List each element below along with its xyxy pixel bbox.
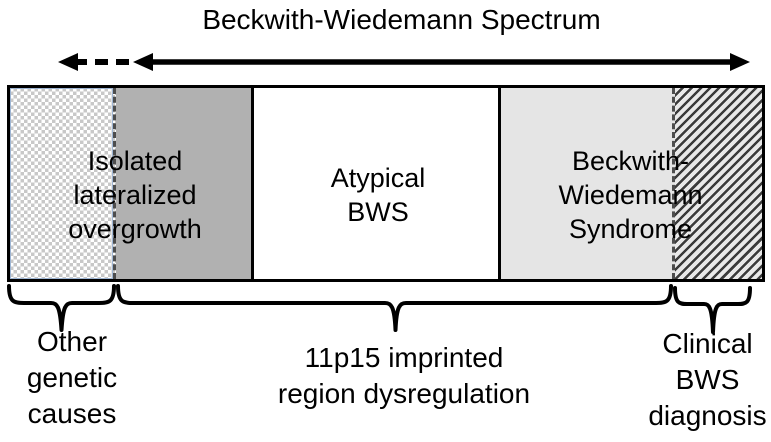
label-beckwith-wiedemann-syndrome: Beckwith- Wiedemann Syndrome [528, 144, 733, 246]
label-line: BWS [675, 364, 740, 395]
label-clinical-bws-diagnosis: Clinical BWS diagnosis [640, 326, 771, 434]
segment-beckwith-wiedemann-syndrome [501, 88, 675, 279]
segment-other-genetic-causes [10, 88, 116, 279]
label-line: Syndrome [568, 214, 693, 244]
brace-11p15-dysregulation [116, 284, 673, 332]
label-line: Other [36, 326, 108, 357]
dashed-arrow-segment [58, 53, 131, 71]
spectrum-range-arrow [58, 53, 750, 71]
label-line: region dysregulation [277, 378, 531, 409]
brace-other-genetic-causes [7, 284, 116, 332]
label-line: lateralized [73, 180, 197, 210]
label-line: 11p15 imprinted [304, 342, 504, 373]
segment-clinical-bws-diagnosis [675, 88, 762, 279]
label-line: overgrowth [68, 214, 202, 244]
brace-clinical-bws-diagnosis [673, 286, 752, 334]
segment-atypical-bws [254, 88, 501, 279]
label-line: Beckwith- [571, 146, 690, 176]
solid-arrowhead-right-icon [730, 53, 750, 71]
label-line: diagnosis [648, 400, 767, 431]
label-isolated-lateralized-overgrowth: Isolated lateralized overgrowth [35, 144, 235, 246]
label-line: Clinical [662, 328, 753, 359]
brace-overlay [7, 284, 752, 334]
label-line: Wiedemann [558, 180, 703, 210]
label-line: genetic [26, 362, 118, 393]
figure-title: Beckwith-Wiedemann Spectrum [202, 4, 601, 35]
dashed-arrowhead-left-icon [58, 53, 78, 71]
label-atypical-bws: Atypical BWS [278, 161, 478, 229]
label-other-genetic-causes: Other genetic causes [2, 324, 142, 432]
label-line: Atypical [330, 163, 426, 193]
spectrum-bar [7, 85, 765, 282]
solid-arrowhead-left-icon [133, 53, 153, 71]
solid-arrow-segment [133, 53, 750, 71]
label-line: BWS [347, 197, 409, 227]
label-line: Isolated [87, 146, 183, 176]
segment-isolated-lateralized-overgrowth [116, 88, 254, 279]
label-11p15-imprinted-region-dysregulation: 11p15 imprinted region dysregulation [202, 340, 606, 412]
label-line: causes [27, 398, 117, 429]
